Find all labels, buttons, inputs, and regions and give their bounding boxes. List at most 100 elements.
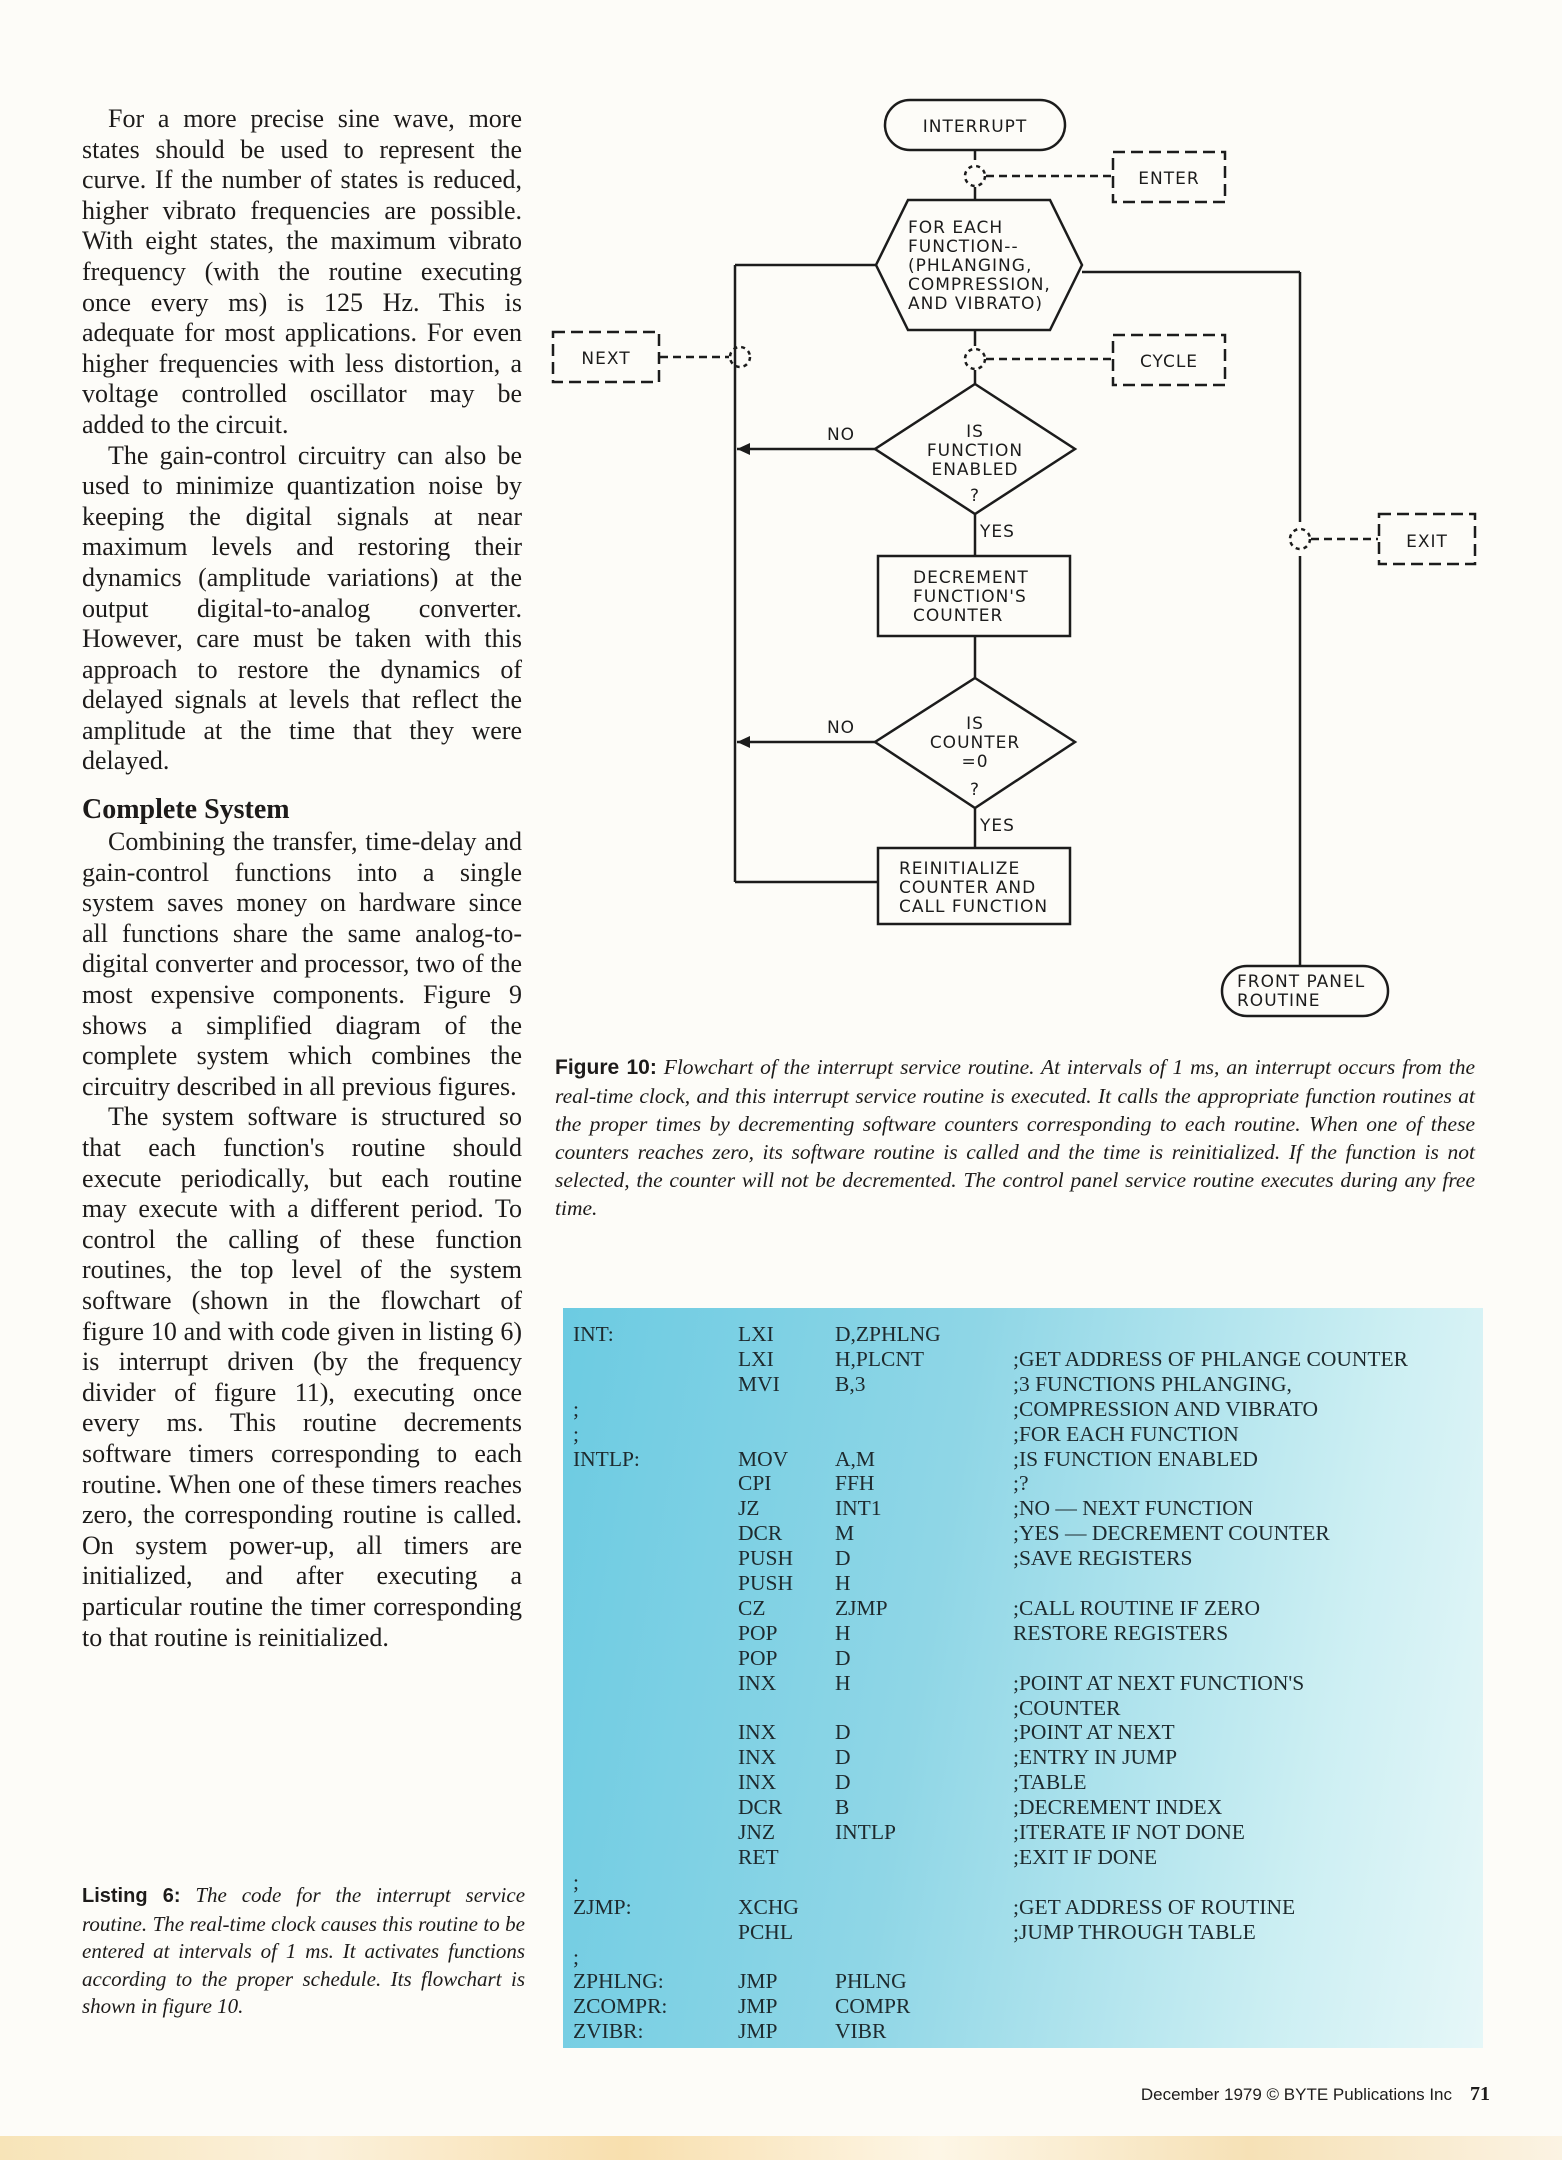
for-each-line-1: FOR EACH — [908, 218, 1003, 238]
cycle-box — [1111, 333, 1227, 387]
code-op-17: INX — [738, 1745, 777, 1770]
code-op-26: JMP — [738, 1969, 778, 1994]
code-label-22: ; — [573, 1869, 579, 1894]
page-number: 71 — [1470, 2083, 1490, 2105]
yes-label-1: YES — [979, 522, 1015, 542]
is-enabled-line-2: FUNCTION — [927, 441, 1023, 461]
code-arg-17: D — [835, 1745, 851, 1770]
code-cmt-18: ;TABLE — [1013, 1770, 1087, 1795]
body-paragraph-2: The gain-control circuitry can also be u… — [82, 440, 522, 776]
body-paragraph-3: Combining the transfer, time-delay and g… — [82, 827, 522, 1101]
yes-label-2: YES — [979, 816, 1015, 836]
code-op-21: RET — [738, 1844, 779, 1869]
code-cmt-9: ;SAVE REGISTERS — [1013, 1546, 1193, 1571]
code-op-27: JMP — [738, 1994, 778, 2019]
code-label-23: ZJMP: — [573, 1894, 632, 1919]
code-cmt-19: ;DECREMENT INDEX — [1013, 1795, 1223, 1820]
code-op-10: PUSH — [738, 1571, 793, 1595]
code-arg-5: A,M — [835, 1446, 876, 1471]
code-op-7: JZ — [738, 1496, 760, 1521]
code-arg-26: PHLNG — [835, 1969, 907, 1994]
code-op-1: LXI — [738, 1346, 774, 1371]
code-op-0: LXI — [738, 1322, 774, 1346]
code-op-23: XCHG — [738, 1894, 799, 1919]
code-cmt-24: ;JUMP THROUGH TABLE — [1013, 1919, 1256, 1944]
code-op-16: INX — [738, 1720, 777, 1745]
front-panel-line-1: FRONT PANEL — [1237, 972, 1365, 992]
code-cmt-20: ;ITERATE IF NOT DONE — [1013, 1820, 1245, 1844]
no-label-1: NO — [827, 425, 855, 445]
connector-enter — [963, 164, 987, 188]
code-arg-19: B — [835, 1795, 850, 1820]
front-panel-line-2: ROUTINE — [1237, 991, 1321, 1011]
code-arg-16: D — [835, 1720, 851, 1745]
code-arg-18: D — [835, 1770, 851, 1795]
figure-caption-text: Flowchart of the interrupt service routi… — [555, 1055, 1475, 1220]
enter-label: ENTER — [1138, 169, 1199, 189]
code-arg-8: M — [835, 1521, 855, 1546]
code-arg-11: ZJMP — [835, 1595, 888, 1620]
code-cmt-2: ;3 FUNCTIONS PHLANGING, — [1013, 1371, 1292, 1396]
code-arg-27: COMPR — [835, 1994, 911, 2019]
code-cmt-7: ;NO — NEXT FUNCTION — [1013, 1496, 1254, 1521]
code-arg-9: D — [835, 1546, 851, 1571]
code-op-9: PUSH — [738, 1546, 793, 1571]
code-arg-7: INT1 — [835, 1496, 882, 1521]
for-each-line-3: (PHLANGING, — [908, 256, 1032, 276]
is-enabled-line-4: ? — [970, 486, 980, 506]
code-label-4: ; — [573, 1421, 579, 1446]
code-cmt-15: ;COUNTER — [1013, 1695, 1121, 1720]
code-cmt-12: RESTORE REGISTERS — [1013, 1620, 1229, 1645]
code-cmt-6: ;? — [1013, 1471, 1029, 1496]
code-op-28: JMP — [738, 2019, 778, 2044]
code-arg-1: H,PLCNT — [835, 1346, 924, 1371]
code-op-11: CZ — [738, 1595, 766, 1620]
code-label-0: INT: — [573, 1322, 614, 1346]
code-cmt-23: ;GET ADDRESS OF ROUTINE — [1013, 1894, 1296, 1919]
is-zero-line-3: =0 — [961, 752, 988, 772]
code-arg-28: VIBR — [835, 2019, 887, 2044]
front-panel-terminal — [1220, 964, 1390, 1018]
code-op-13: POP — [738, 1645, 778, 1670]
code-op-18: INX — [738, 1770, 777, 1795]
reinit-line-2: COUNTER AND — [899, 878, 1036, 898]
code-label-25: ; — [573, 1944, 579, 1969]
is-enabled-line-3: ENABLED — [931, 460, 1018, 480]
code-op-24: PCHL — [738, 1919, 793, 1944]
body-paragraph-4: The system software is structured so tha… — [82, 1102, 522, 1652]
is-enabled-line-1: IS — [966, 422, 984, 442]
code-op-5: MOV — [738, 1446, 789, 1471]
for-each-line-2: FUNCTION-- — [908, 237, 1019, 257]
listing-caption-text: The code for the interrupt service routi… — [82, 1883, 526, 2018]
code-label-3: ; — [573, 1396, 579, 1421]
reinit-line-3: CALL FUNCTION — [899, 897, 1048, 917]
code-op-2: MVI — [738, 1371, 780, 1396]
cycle-label: CYCLE — [1140, 352, 1198, 372]
code-arg-14: H — [835, 1670, 851, 1695]
body-paragraph-1: For a more precise sine wave, more state… — [82, 104, 522, 439]
connector-exit — [1288, 527, 1312, 551]
for-each-line-4: COMPRESSION, — [908, 275, 1051, 295]
interrupt-label: INTERRUPT — [923, 117, 1028, 137]
next-label: NEXT — [581, 349, 630, 369]
connector-next — [728, 345, 752, 369]
reinit-box — [876, 846, 1072, 926]
no-label-2: NO — [827, 718, 855, 738]
listing-caption: Listing 6: The code for the interrupt se… — [82, 1882, 525, 2021]
code-op-12: POP — [738, 1620, 778, 1645]
exit-label: EXIT — [1406, 532, 1448, 552]
code-arg-2: B,3 — [835, 1371, 866, 1396]
section-heading: Complete System — [82, 794, 290, 826]
code-label-5: INTLP: — [573, 1446, 640, 1471]
code-op-8: DCR — [738, 1521, 783, 1546]
left-text-column: For a more precise sine wave, more state… — [82, 104, 522, 1653]
is-zero-line-4: ? — [970, 780, 980, 800]
code-cmt-8: ;YES — DECREMENT COUNTER — [1013, 1521, 1330, 1546]
exit-box — [1377, 512, 1477, 566]
code-cmt-21: ;EXIT IF DONE — [1013, 1844, 1158, 1869]
is-zero-line-1: IS — [966, 714, 984, 734]
code-label-28: ZVIBR: — [573, 2019, 644, 2044]
code-label-27: ZCOMPR: — [573, 1994, 668, 2019]
